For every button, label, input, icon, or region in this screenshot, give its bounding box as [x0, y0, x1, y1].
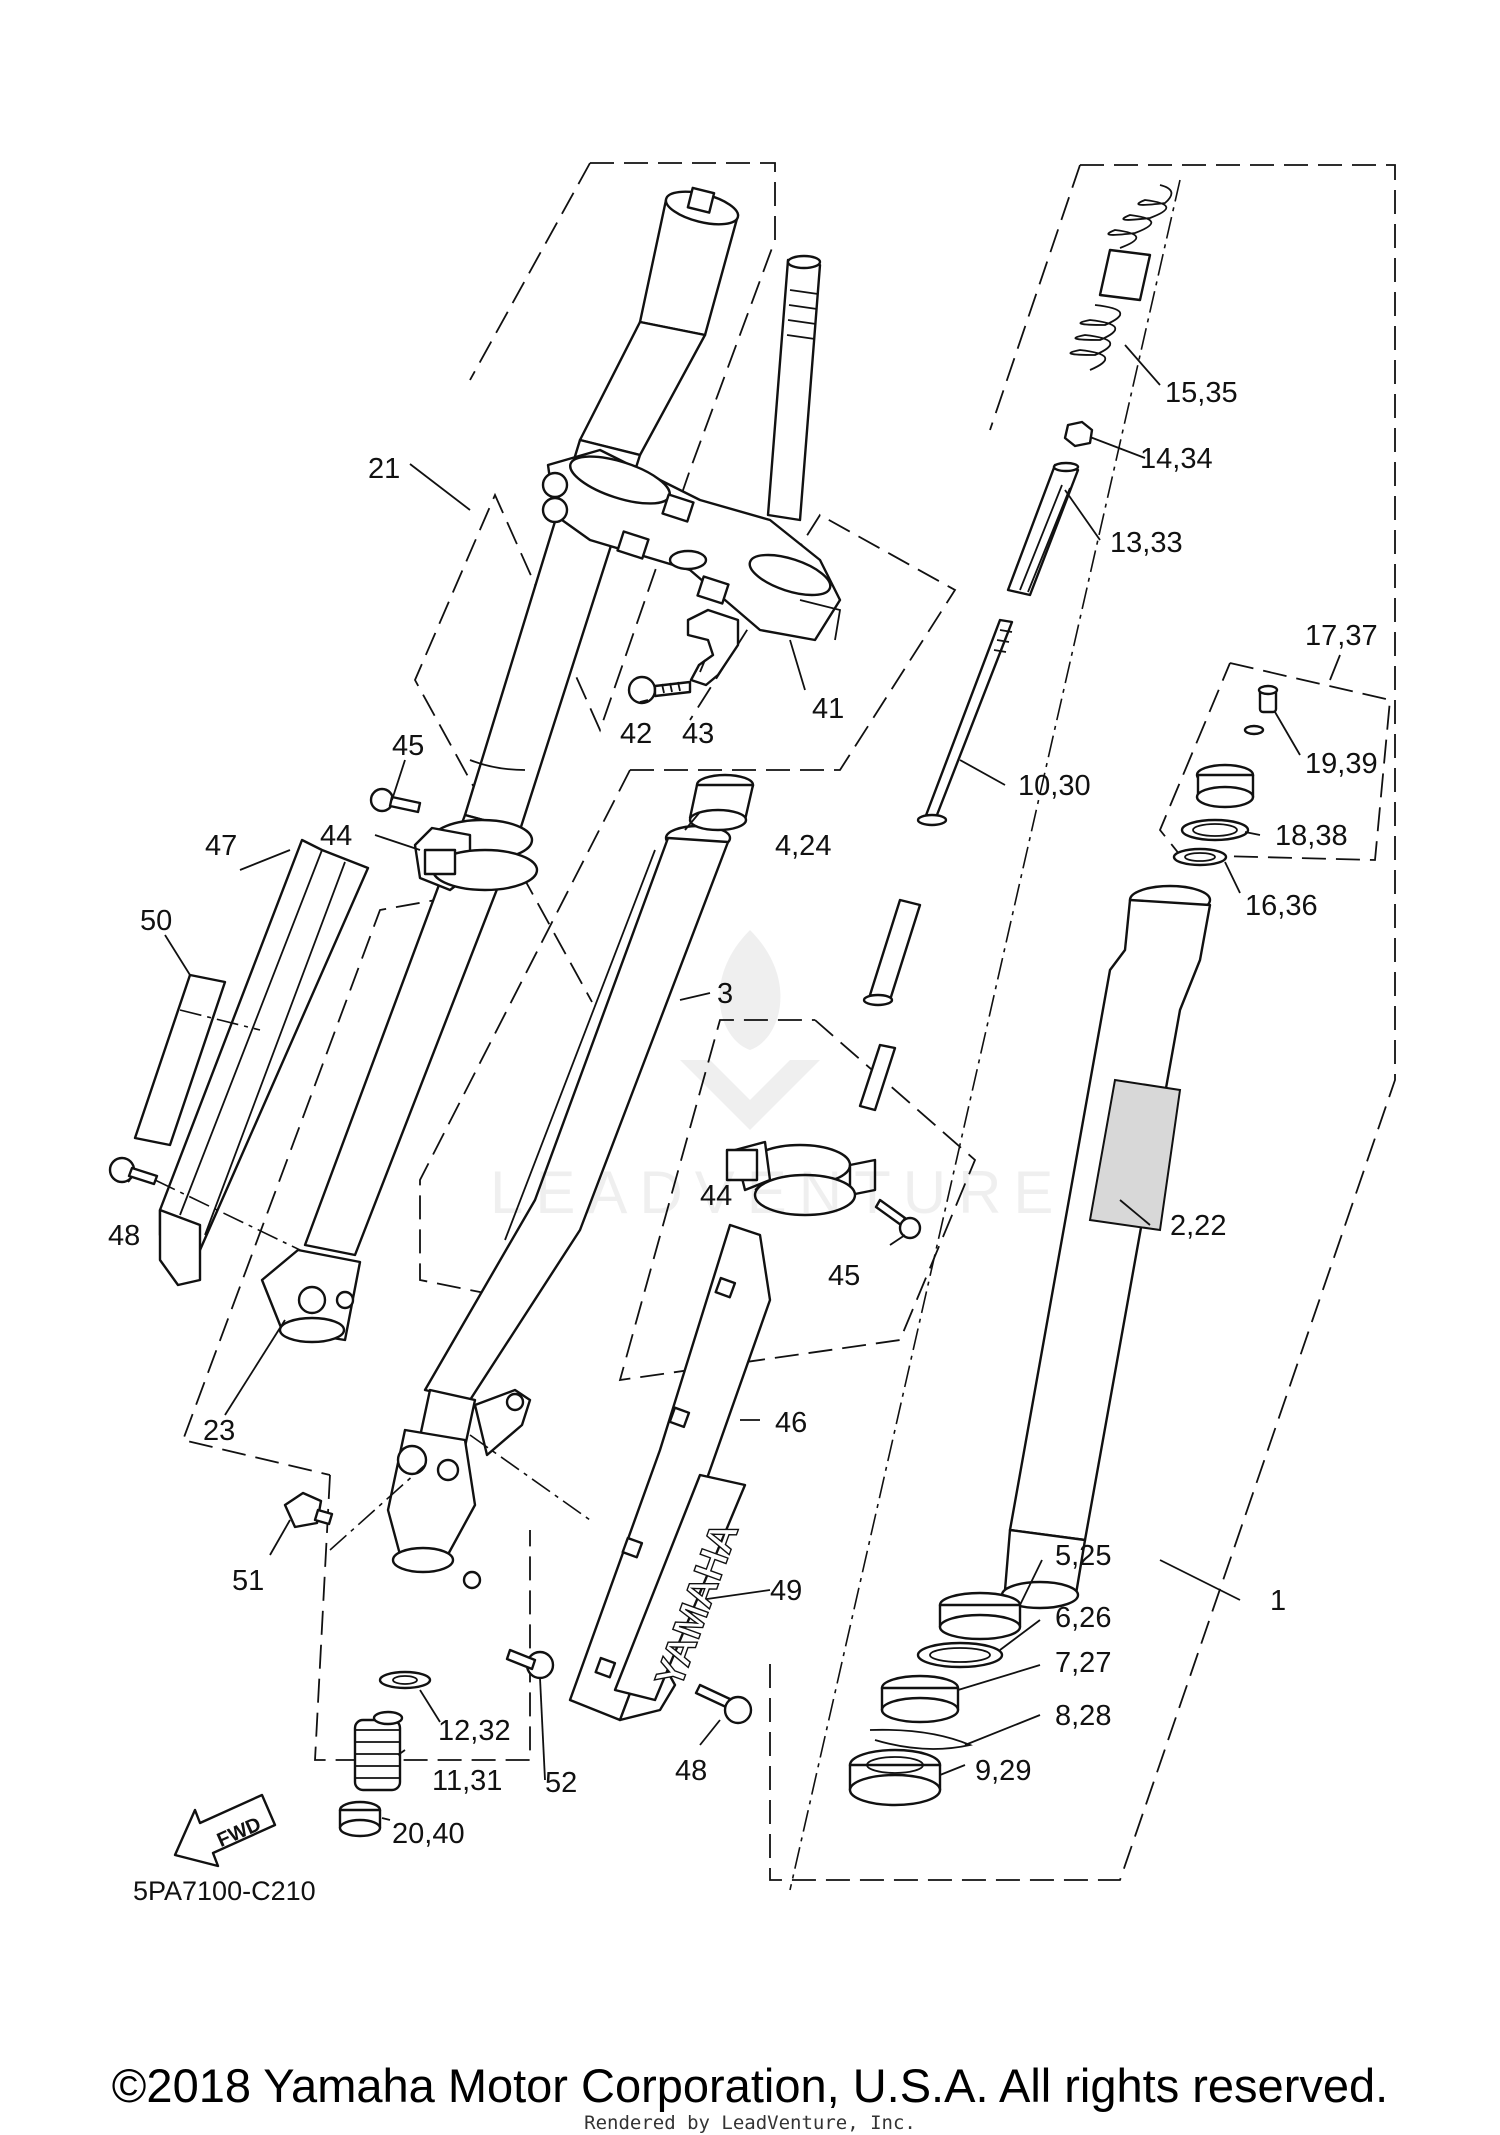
outline-left-bottom: [314, 1474, 531, 1761]
centerline-right: [789, 179, 1181, 1891]
callout-10-30: 10,30: [1018, 770, 1091, 802]
spring-11-31: [353, 1710, 404, 1792]
damper-rod-10-30: [858, 618, 1014, 1112]
bolt-48-bottom: [694, 1683, 753, 1725]
lower-clamp-center: [725, 1140, 877, 1217]
steering-stem: [766, 254, 822, 522]
copyright-notice: ©2018 Yamaha Motor Corporation, U.S.A. A…: [111, 2059, 1389, 2112]
fork-guard-46: [568, 1223, 772, 1722]
fork-guard-47: [158, 838, 370, 1287]
leader-lines: [127, 344, 1341, 1821]
air-bleed-51: [283, 1491, 334, 1529]
bushing-4-24: [688, 773, 755, 832]
callout-23: 23: [203, 1415, 235, 1447]
callout-2-22: 2,22: [1170, 1210, 1226, 1242]
washer-12-32: [378, 1670, 432, 1690]
clip-8-28: [869, 1728, 973, 1750]
bolt-45-top: [369, 787, 422, 814]
guard-protector-50: [133, 973, 261, 1147]
spring-15-35: [1069, 184, 1173, 371]
watermark-text: LEADVENTURE: [490, 1159, 1066, 1226]
callout-9-29: 9,29: [975, 1755, 1031, 1787]
lower-clamp-left: [413, 818, 539, 892]
callout-16-36: 16,36: [1245, 890, 1318, 922]
callout-44-mid: 44: [700, 1180, 732, 1212]
callout-44-top: 44: [320, 820, 352, 852]
bolt-42: [627, 675, 692, 705]
bolt-48-left: [108, 1156, 301, 1251]
callout-4-24: 4,24: [775, 830, 831, 862]
callout-19-39: 19,39: [1305, 748, 1378, 780]
callout-17-37: 17,37: [1305, 620, 1378, 652]
bolt-52: [505, 1648, 555, 1680]
part-code: 5PA7100-C210: [133, 1876, 316, 1906]
callout-20-40: 20,40: [392, 1818, 465, 1850]
callout-45-top: 45: [392, 730, 424, 762]
callout-11-31: 11,31: [432, 1765, 502, 1797]
outline-cap-group: [1158, 662, 1391, 861]
callout-42: 42: [620, 718, 652, 750]
callout-48-bottom: 48: [675, 1755, 707, 1787]
callout-3: 3: [717, 978, 733, 1010]
nut-14-34: [1063, 420, 1094, 448]
bolt-45-mid: [874, 1198, 922, 1240]
cable-bracket: [686, 608, 740, 687]
callout-12-32: 12,32: [438, 1715, 511, 1747]
callout-21: 21: [368, 453, 400, 485]
washer-6-26: [916, 1641, 1004, 1669]
callout-46: 46: [775, 1407, 807, 1439]
watermark-logo-icon: [680, 930, 820, 1130]
callout-15-35: 15,35: [1165, 377, 1238, 409]
inner-tube-2-22: [1000, 884, 1212, 1610]
callout-7-27: 7,27: [1055, 1647, 1111, 1679]
callout-48-left: 48: [108, 1220, 140, 1252]
callout-13-33: 13,33: [1110, 527, 1183, 559]
callout-50: 50: [140, 905, 172, 937]
cap-bolt-20-40: [338, 1800, 382, 1838]
callout-14-34: 14,34: [1140, 443, 1213, 475]
seal-5-25: [938, 1591, 1022, 1641]
outline-right: [769, 164, 1396, 1881]
triple-clamp-upper: [541, 448, 842, 642]
callout-1: 1: [1270, 1585, 1286, 1617]
outline-left-upper: [413, 162, 776, 1003]
callout-6-26: 6,26: [1055, 1602, 1111, 1634]
callout-18-38: 18,38: [1275, 820, 1348, 852]
callout-49: 49: [770, 1575, 802, 1607]
cap-assembly-17-37: [1180, 684, 1279, 842]
dust-seal-9-29: [848, 1748, 942, 1807]
callout-47: 47: [205, 830, 237, 862]
rod-13-33: [1006, 461, 1080, 597]
callout-51: 51: [232, 1565, 264, 1597]
ring-16-36: [1172, 847, 1228, 867]
callout-43: 43: [682, 718, 714, 750]
callout-41: 41: [812, 693, 844, 725]
callout-5-25: 5,25: [1055, 1540, 1111, 1572]
callout-52: 52: [545, 1767, 577, 1799]
rendered-by-note: Rendered by LeadVenture, Inc.: [584, 2112, 916, 2134]
callout-8-28: 8,28: [1055, 1700, 1111, 1732]
callout-45-mid: 45: [828, 1260, 860, 1292]
fwd-arrow-icon: FWD: [173, 1793, 277, 1868]
fork-outer-center: [329, 1388, 591, 1590]
seal-7-27: [880, 1674, 960, 1724]
